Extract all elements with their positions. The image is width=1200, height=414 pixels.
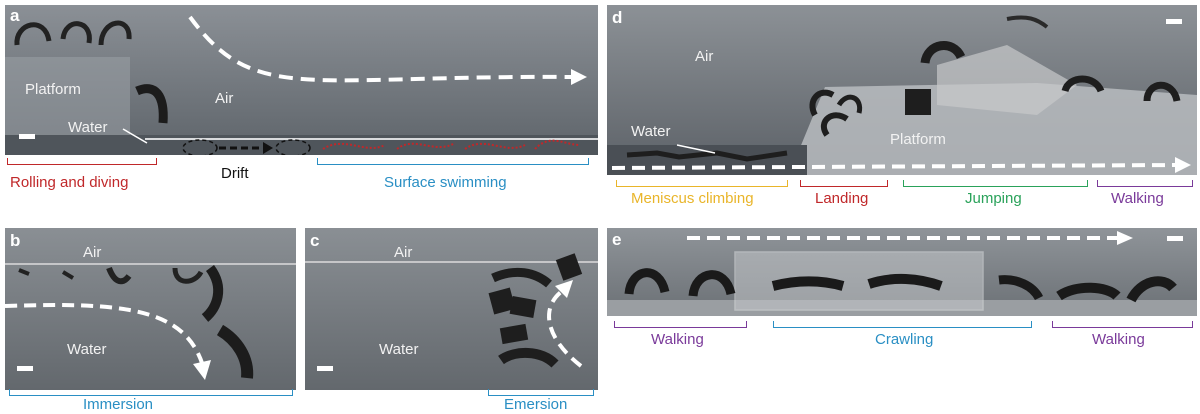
caption-crawling: Crawling [875,331,934,348]
panel-a-air-label: Air [215,90,234,107]
caption-jumping: Jumping [965,190,1022,207]
panel-c-letter: c [310,231,320,250]
panel-e-letter: e [612,230,622,249]
panel-c-scale-bar [317,366,333,371]
caption-walking-e1: Walking [651,331,704,348]
panel-a: a Platform Air Water [5,5,598,155]
panel-d-air-label: Air [695,48,714,65]
bracket-walking-d [1097,180,1193,187]
panel-c-air-label: Air [394,244,413,261]
bracket-emersion [488,389,594,396]
panel-b-scale-bar [17,366,33,371]
bracket-walking-e1 [614,321,747,328]
bracket-immersion [9,389,293,396]
caption-walking-d: Walking [1111,190,1164,207]
panel-a-platform-label: Platform [25,81,81,98]
caption-emersion: Emersion [504,396,568,413]
panel-d: d Air Water Platform [607,5,1197,175]
panel-b: b Air Water [5,228,296,390]
panel-c-water-label: Water [379,341,419,358]
caption-landing: Landing [815,190,869,207]
panel-e: e [607,228,1197,316]
panel-d-scale-bar [1166,19,1182,24]
panel-d-letter: d [612,8,623,27]
panel-a-scale-bar [19,134,35,139]
caption-drift: Drift [221,165,249,182]
caption-walking-e2: Walking [1092,331,1145,348]
panel-a-photo [5,5,598,155]
panel-c-photo [305,228,598,390]
caption-immersion: Immersion [83,396,154,413]
panel-b-water-label: Water [67,341,107,358]
panel-b-letter: b [10,231,21,250]
panel-d-platform-label: Platform [890,131,946,148]
caption-surface-swimming: Surface swimming [384,174,507,191]
bracket-rolling [7,158,157,165]
panel-a-water-label: Water [68,119,108,136]
caption-meniscus-climbing: Meniscus climbing [631,190,754,207]
bracket-meniscus [616,180,788,187]
panel-b-air-label: Air [83,244,102,261]
panel-d-water-label: Water [631,123,671,140]
panel-a-letter: a [10,6,20,25]
bracket-surface [317,158,589,165]
bracket-landing [800,180,888,187]
bracket-walking-e2 [1052,321,1193,328]
panel-e-scale-bar [1167,236,1183,241]
panel-c: c Air Water [305,228,598,390]
panel-b-photo [5,228,296,390]
bracket-crawling [773,321,1032,328]
panel-d-photo [607,5,1197,175]
caption-rolling-diving: Rolling and diving [10,174,129,191]
panel-e-photo [607,228,1197,316]
bracket-jumping [903,180,1088,187]
